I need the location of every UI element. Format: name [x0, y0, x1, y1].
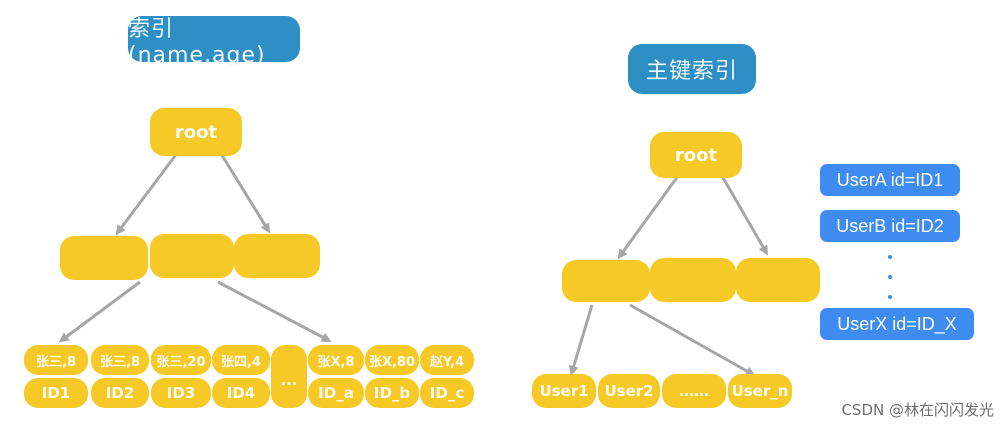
left-leaf-key-6: 张X,80	[365, 345, 419, 375]
user-record-x: UserX id=ID_X	[820, 308, 974, 340]
edge-left-root-to-inner-b	[218, 151, 271, 234]
left-leaf-id-7: ID_c	[420, 378, 474, 408]
user-record-a: UserA id=ID1	[820, 164, 960, 196]
right-index-title: 主键索引	[628, 44, 756, 94]
right-leaf-ellipsis: ……	[662, 374, 726, 408]
right-leaf-user-n: User_n	[728, 374, 792, 408]
left-inner-node-3	[234, 234, 320, 278]
left-inner-node-1	[60, 236, 148, 280]
left-leaf-id-1: ID1	[24, 378, 88, 408]
left-leaf-id-2: ID2	[91, 378, 149, 408]
vertical-ellipsis-dot	[888, 275, 892, 279]
left-leaf-ellipsis: ...	[271, 352, 307, 408]
left-leaf-key-1: 张三,8	[24, 345, 88, 375]
edge-left-inner-to-leaf-a	[58, 280, 141, 343]
edge-right-inner-to-leaf-a	[568, 304, 594, 376]
left-leaf-id-4: ID4	[212, 378, 270, 408]
edge-left-root-to-inner-a	[115, 151, 180, 236]
left-leaf-id-3: ID3	[151, 378, 211, 408]
right-inner-node-3	[736, 258, 820, 302]
left-leaf-id-6: ID_b	[365, 378, 419, 408]
left-root-node: root	[150, 108, 242, 156]
right-leaf-user-2: User2	[598, 374, 660, 408]
right-inner-node-2	[650, 258, 736, 302]
right-root-node: root	[650, 132, 742, 178]
right-leaf-user-1: User1	[532, 374, 596, 408]
edge-right-inner-to-leaf-b	[629, 303, 756, 376]
vertical-ellipsis-dot	[888, 255, 892, 259]
edge-left-inner-to-leaf-b	[217, 280, 332, 342]
watermark: CSDN @林在闪闪发光	[841, 401, 994, 419]
left-leaf-key-3: 张三,20	[151, 345, 211, 375]
edge-right-root-to-inner-b	[720, 175, 769, 256]
left-leaf-key-4: 张四,4	[212, 345, 270, 375]
left-index-title: 索引(name,age)	[128, 16, 300, 68]
left-leaf-id-5: ID_a	[308, 378, 364, 408]
vertical-ellipsis-dot	[888, 295, 892, 299]
left-leaf-key-5: 张X,8	[308, 345, 364, 375]
left-leaf-key-7: 赵Y,4	[420, 345, 474, 375]
right-inner-node-1	[562, 260, 650, 302]
edge-right-root-to-inner-a	[617, 175, 680, 260]
left-inner-node-2	[150, 234, 234, 278]
user-record-b: UserB id=ID2	[820, 210, 960, 242]
left-leaf-key-2: 张三,8	[91, 345, 149, 375]
